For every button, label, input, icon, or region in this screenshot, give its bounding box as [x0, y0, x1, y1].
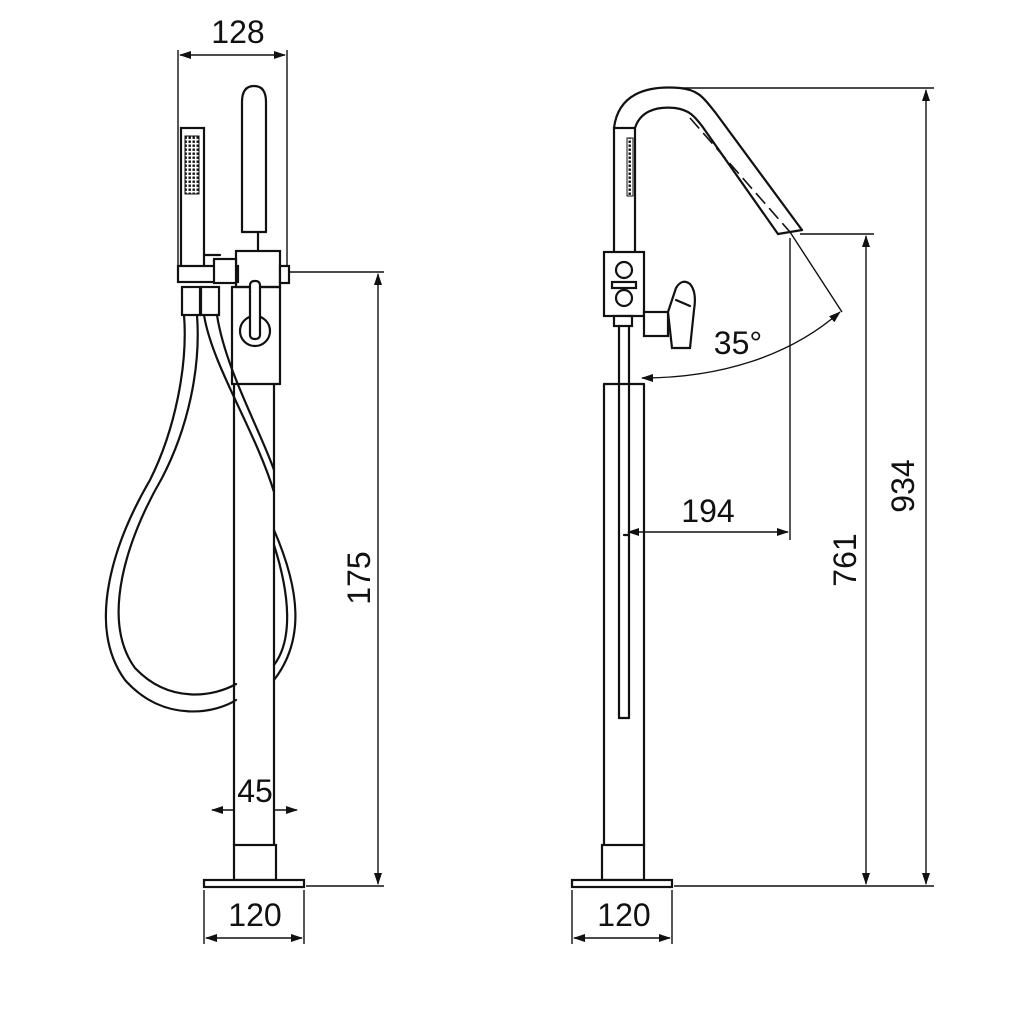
dimension-spout-angle: 35° — [641, 231, 843, 382]
dimension-handle-height: 175 — [290, 271, 384, 887]
front-valve-body — [176, 230, 291, 386]
side-spout — [612, 86, 804, 236]
side-main-pipe — [602, 382, 646, 847]
dimension-total-height: 934 — [682, 87, 934, 885]
dimension-spout-height: 761 — [674, 233, 934, 887]
dimension-side-base: 120 — [571, 890, 673, 944]
side-hand-shower — [612, 126, 637, 262]
dimension-front-base: 120 — [203, 890, 305, 944]
dimension-label-pipe-width: 45 — [237, 773, 273, 809]
side-valve-body — [602, 250, 646, 720]
dimension-label-total-height: 934 — [885, 459, 921, 512]
dimension-pipe-width: 45 — [211, 773, 298, 814]
front-main-pipe — [232, 382, 276, 847]
dimension-label-spout-angle: 35° — [714, 325, 762, 361]
side-base — [570, 843, 674, 889]
dimension-top-width: 128 — [177, 14, 288, 268]
shower-hose — [104, 313, 297, 713]
dimension-label-front-base: 120 — [228, 897, 281, 933]
dimension-spout-reach: 194 — [627, 238, 791, 540]
front-view: 128 — [104, 14, 384, 944]
dimension-label-handle-height: 175 — [341, 551, 377, 604]
side-lever — [642, 280, 696, 350]
hand-shower — [179, 126, 222, 270]
dimension-label-top-width: 128 — [211, 14, 264, 50]
dimension-label-side-base: 120 — [597, 897, 650, 933]
front-upper-tube — [240, 84, 268, 234]
dimension-label-spout-reach: 194 — [681, 493, 734, 529]
front-base — [202, 843, 306, 889]
dimension-label-spout-height: 761 — [827, 533, 863, 586]
side-view: 35° 194 761 934 120 — [570, 86, 934, 944]
